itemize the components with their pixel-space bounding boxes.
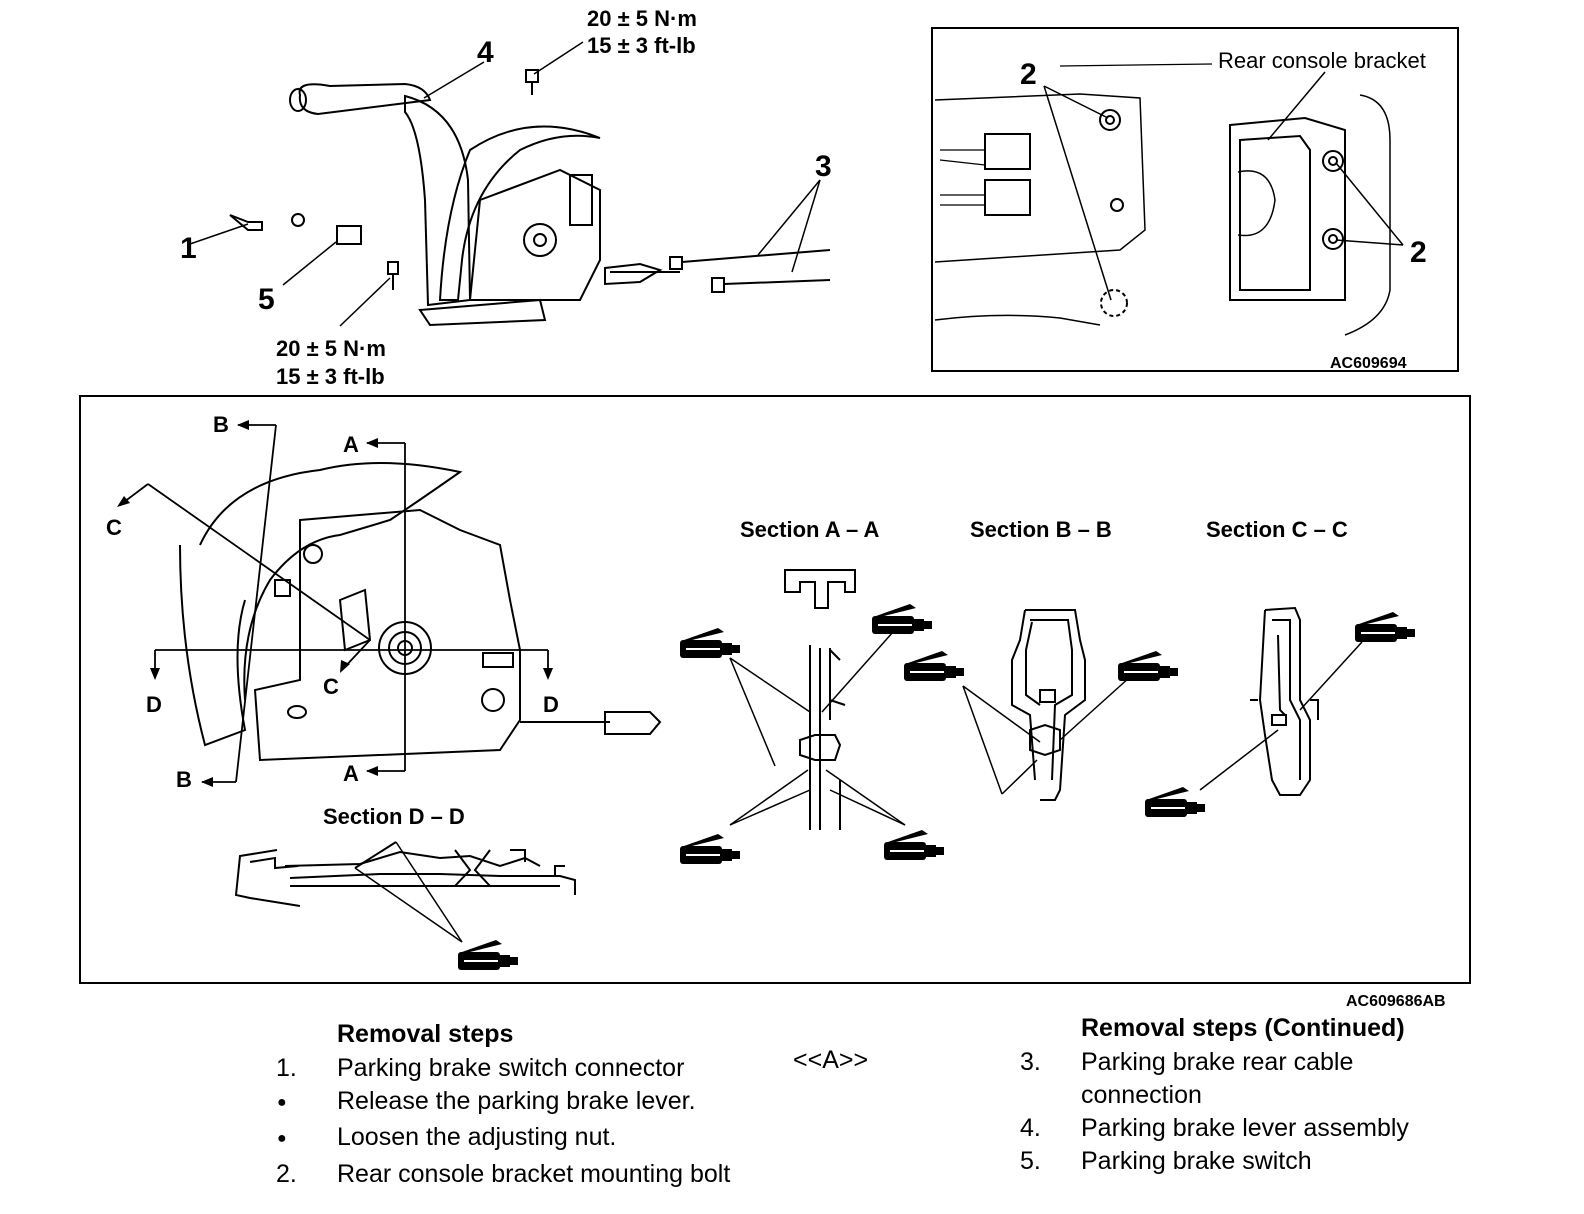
step-text-continued: connection	[1081, 1081, 1202, 1109]
callout-3: 3	[815, 150, 832, 183]
section-letter-b-top: B	[213, 412, 229, 437]
section-letter-c-right: C	[323, 674, 339, 699]
step-text: Release the parking brake lever.	[337, 1087, 696, 1115]
lever-arm	[404, 94, 472, 307]
section-cc-drawing	[1199, 606, 1363, 796]
steps-heading: Removal steps	[337, 1020, 514, 1048]
steps-heading-continued: Removal steps (Continued)	[1081, 1014, 1405, 1042]
section-letter-c-left: C	[106, 515, 122, 540]
torque-top-nm: 20 ± 5 N·m	[587, 6, 697, 31]
sector-detail	[119, 424, 662, 783]
inset-figure-code: AC609694	[1330, 355, 1407, 372]
step-bullet: ●	[277, 1130, 287, 1147]
grease-icon	[871, 603, 933, 635]
grease-icon	[1144, 786, 1206, 818]
procedure-note: <<A>>	[793, 1046, 869, 1074]
section-letter-a-top: A	[343, 432, 359, 457]
section-figure-code: AC609686AB	[1346, 993, 1446, 1010]
inset-callout-2-left: 2	[1020, 58, 1037, 91]
torque-bottom-ftlb: 15 ± 3 ft-lb	[276, 364, 385, 389]
step-marker: 4.	[1020, 1114, 1041, 1142]
section-letter-b-bottom: B	[176, 767, 192, 792]
step-bullet: ●	[277, 1094, 287, 1111]
step-text: Parking brake switch connector	[337, 1054, 685, 1082]
inset-callout-2-right: 2	[1410, 236, 1427, 269]
step-marker: 3.	[1020, 1048, 1041, 1076]
section-aa-title: Section A – A	[740, 517, 879, 542]
callout-1: 1	[180, 232, 197, 265]
section-dd-title: Section D – D	[323, 804, 465, 829]
grease-icon	[679, 833, 741, 865]
grease-icon	[457, 939, 519, 971]
step-text: Parking brake rear cable	[1081, 1048, 1354, 1076]
grease-icon	[903, 650, 965, 682]
step-text: Parking brake switch	[1081, 1147, 1312, 1175]
section-bb-drawing	[962, 609, 1131, 801]
section-letter-a-bottom: A	[343, 761, 359, 786]
section-letter-d-right: D	[543, 692, 559, 717]
inset-bracket-label: Rear console bracket	[1218, 48, 1426, 73]
step-marker: 1.	[276, 1054, 297, 1082]
sector-plate	[438, 125, 601, 301]
section-letter-d-left: D	[146, 692, 162, 717]
exploded-view	[189, 41, 831, 327]
inset-panel	[931, 27, 1459, 372]
callout-4: 4	[477, 36, 494, 69]
step-marker: 5.	[1020, 1147, 1041, 1175]
step-marker: 2.	[276, 1160, 297, 1188]
section-dd-drawing	[234, 841, 576, 943]
section-bb-title: Section B – B	[970, 517, 1112, 542]
section-aa-drawing	[729, 569, 906, 830]
section-cc-title: Section C – C	[1206, 517, 1348, 542]
grease-icon	[1117, 650, 1179, 682]
callout-5: 5	[258, 283, 275, 316]
grease-icon	[883, 829, 945, 861]
step-text: Loosen the adjusting nut.	[337, 1123, 617, 1151]
step-text: Rear console bracket mounting bolt	[337, 1160, 731, 1188]
step-text: Parking brake lever assembly	[1081, 1114, 1409, 1142]
torque-top-ftlb: 15 ± 3 ft-lb	[587, 33, 696, 58]
grease-icon	[1354, 611, 1416, 643]
section-arrowheads	[117, 420, 553, 787]
grease-icon	[679, 627, 741, 659]
torque-bottom-nm: 20 ± 5 N·m	[276, 336, 386, 361]
lever-grip	[298, 82, 432, 116]
section-panel	[79, 395, 1471, 984]
